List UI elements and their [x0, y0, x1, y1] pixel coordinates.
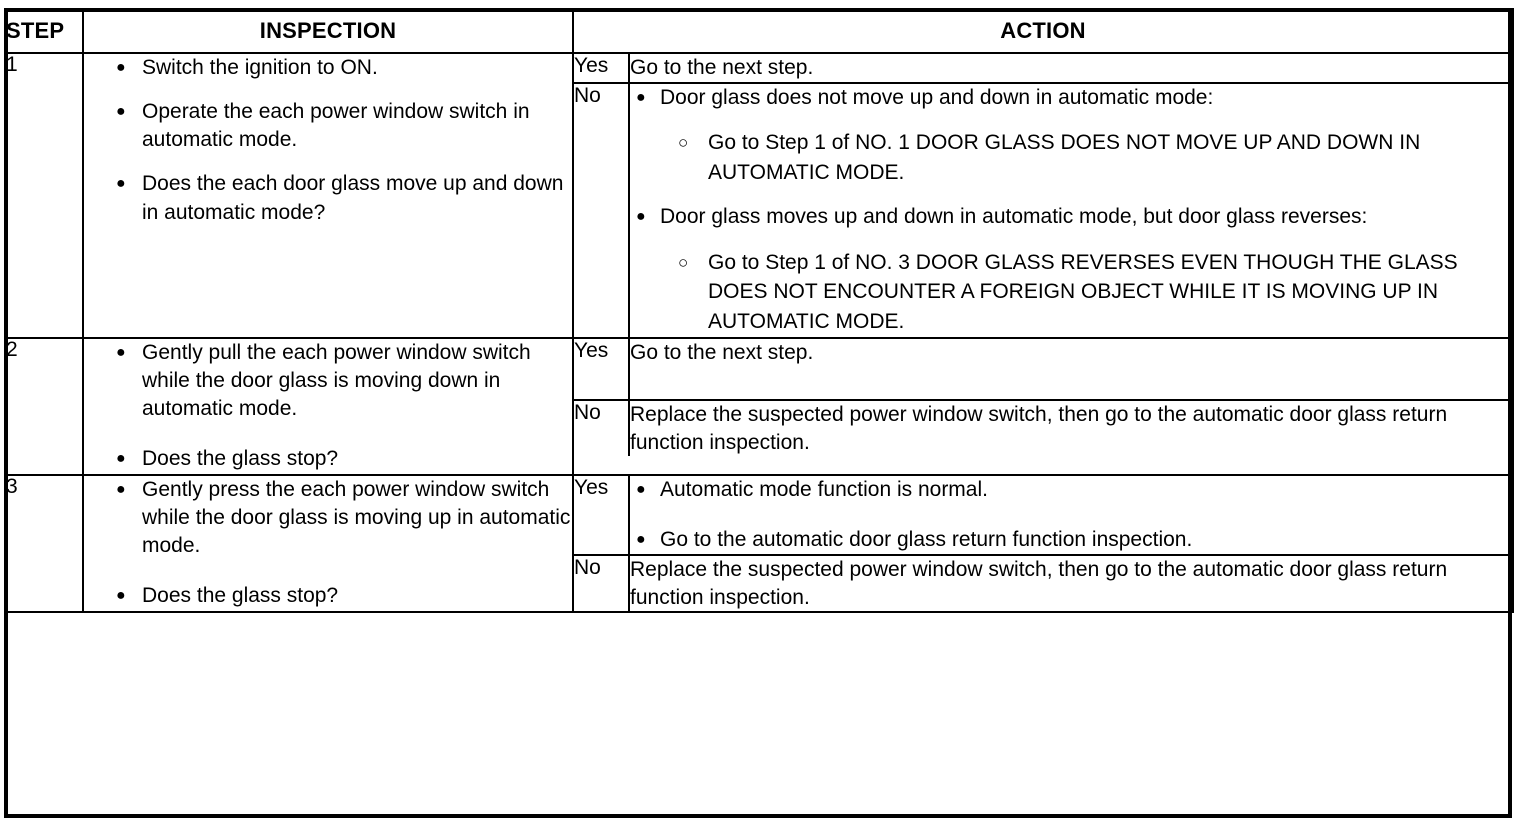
no-branch-row: No ● Door glass does not move up and dow… — [574, 81, 1512, 338]
table-row: 2 ● Gently pull the each power window sw… — [4, 337, 1514, 476]
action-text: Replace the suspected power window switc… — [630, 557, 1448, 609]
inspection-bullet-list: ● Switch the ignition to ON. ● Operate t… — [84, 54, 572, 227]
step-number: 3 — [4, 473, 84, 614]
list-item: ● Operate the each power window switch i… — [84, 98, 572, 154]
filled-bullet-icon: ● — [116, 59, 126, 76]
sub-list-item-label: Go to Step 1 of NO. 3 DOOR GLASS REVERSE… — [708, 250, 1458, 334]
filled-bullet-icon: ● — [116, 480, 126, 498]
answer-label-no: No — [574, 81, 630, 338]
answer-label-no: No — [574, 399, 630, 457]
list-item: ● Does the each door glass move up and d… — [84, 170, 572, 226]
inspection-cell: ● Switch the ignition to ON. ● Operate t… — [82, 51, 574, 340]
action-sub-list: ○ Go to Step 1 of NO. 3 DOOR GLASS REVER… — [660, 248, 1512, 337]
list-item: ● Go to the automatic door glass return … — [630, 526, 1512, 554]
sub-list-item-label: Go to Step 1 of NO. 1 DOOR GLASS DOES NO… — [708, 130, 1421, 184]
filled-bullet-icon: ● — [636, 88, 646, 106]
column-header-action: ACTION — [572, 8, 1514, 54]
list-item-label: Switch the ignition to ON. — [142, 56, 378, 79]
filled-bullet-icon: ● — [116, 450, 126, 468]
inspection-bullet-list: ● Gently press the each power window swi… — [84, 476, 572, 611]
inspection-bullet-list: ● Gently pull the each power window swit… — [84, 339, 572, 474]
list-item: ● Door glass moves up and down in automa… — [630, 203, 1512, 337]
yes-no-subtable: Yes Go to the next step. No — [574, 54, 1512, 338]
hollow-bullet-icon: ○ — [678, 252, 689, 272]
list-item-label: Gently press the each power window switc… — [142, 477, 571, 557]
list-item: ● Gently pull the each power window swit… — [84, 339, 572, 423]
list-item-label: Door glass does not move up and down in … — [660, 85, 1214, 109]
action-text: Replace the suspected power window switc… — [630, 403, 1448, 454]
action-cell: Yes Go to the next step. No Replace the … — [572, 337, 1514, 476]
list-item: ● Gently press the each power window swi… — [84, 476, 572, 560]
sub-list-item: ○ Go to Step 1 of NO. 3 DOOR GLASS REVER… — [660, 248, 1512, 337]
list-item-label: Automatic mode function is normal. — [660, 477, 988, 501]
list-item-label: Does the glass stop? — [142, 447, 339, 471]
inspection-action-table: STEP INSPECTION ACTION 1 ● Switch the ig… — [4, 8, 1514, 614]
action-bullet-list: ● Door glass does not move up and down i… — [630, 84, 1512, 337]
yes-action-content: Go to the next step. — [629, 54, 1512, 83]
column-header-step: STEP — [4, 8, 84, 54]
yes-action-content: Go to the next step. — [629, 339, 1512, 401]
yes-action-content: ● Automatic mode function is normal. ● G… — [629, 475, 1512, 555]
filled-bullet-icon: ● — [116, 103, 126, 121]
action-cell: Yes ● Automatic mode function is normal. — [572, 473, 1514, 614]
no-action-content: ● Door glass does not move up and down i… — [629, 81, 1512, 338]
action-text: Go to the next step. — [630, 341, 814, 365]
action-sub-list: ○ Go to Step 1 of NO. 1 DOOR GLASS DOES … — [660, 128, 1512, 188]
list-item-label: Does the each door glass move up and dow… — [142, 172, 564, 224]
answer-label-yes: Yes — [574, 54, 630, 83]
filled-bullet-icon: ● — [116, 586, 126, 604]
hollow-bullet-icon: ○ — [678, 132, 689, 152]
table-header-row: STEP INSPECTION ACTION — [4, 8, 1514, 54]
yes-branch-row: Yes ● Automatic mode function is normal. — [574, 475, 1512, 555]
no-action-content: Replace the suspected power window switc… — [629, 399, 1512, 457]
answer-label-yes: Yes — [574, 339, 630, 401]
yes-no-subtable: Yes ● Automatic mode function is normal. — [574, 475, 1512, 612]
list-item: ● Does the glass stop? — [84, 582, 572, 610]
list-item-label: Go to the automatic door glass return fu… — [660, 527, 1193, 551]
filled-bullet-icon: ● — [116, 344, 126, 362]
step-number: 2 — [4, 337, 84, 476]
yes-no-subtable: Yes Go to the next step. No Replace the … — [574, 339, 1512, 457]
table-row: 1 ● Switch the ignition to ON. ● Operate… — [4, 51, 1514, 340]
list-item-label: Gently pull the each power window switch… — [142, 341, 531, 421]
no-branch-row: No Replace the suspected power window sw… — [574, 553, 1512, 612]
yes-branch-row: Yes Go to the next step. — [574, 54, 1512, 83]
answer-label-no: No — [574, 553, 630, 612]
no-branch-row: No Replace the suspected power window sw… — [574, 399, 1512, 457]
sub-list-item: ○ Go to Step 1 of NO. 1 DOOR GLASS DOES … — [660, 128, 1512, 188]
step-number: 1 — [4, 51, 84, 340]
inspection-cell: ● Gently pull the each power window swit… — [82, 337, 574, 476]
filled-bullet-icon: ● — [636, 208, 646, 226]
filled-bullet-icon: ● — [636, 530, 646, 548]
table-row: 3 ● Gently press the each power window s… — [4, 473, 1514, 614]
list-item-label: Does the glass stop? — [142, 583, 339, 607]
yes-branch-row: Yes Go to the next step. — [574, 339, 1512, 401]
no-action-content: Replace the suspected power window switc… — [629, 553, 1512, 612]
action-bullet-list: ● Automatic mode function is normal. ● G… — [630, 476, 1512, 554]
action-text: Go to the next step. — [630, 56, 814, 79]
filled-bullet-icon: ● — [636, 480, 646, 498]
answer-label-yes: Yes — [574, 475, 630, 555]
action-cell: Yes Go to the next step. No — [572, 51, 1514, 340]
list-item: ● Automatic mode function is normal. — [630, 476, 1512, 504]
list-item: ● Door glass does not move up and down i… — [630, 84, 1512, 188]
list-item: ● Does the glass stop? — [84, 445, 572, 473]
list-item-label: Operate the each power window switch in … — [142, 100, 530, 152]
filled-bullet-icon: ● — [116, 175, 126, 193]
list-item: ● Switch the ignition to ON. — [84, 54, 572, 82]
list-item-label: Door glass moves up and down in automati… — [660, 205, 1368, 229]
inspection-cell: ● Gently press the each power window swi… — [82, 473, 574, 614]
column-header-inspection: INSPECTION — [82, 8, 574, 54]
